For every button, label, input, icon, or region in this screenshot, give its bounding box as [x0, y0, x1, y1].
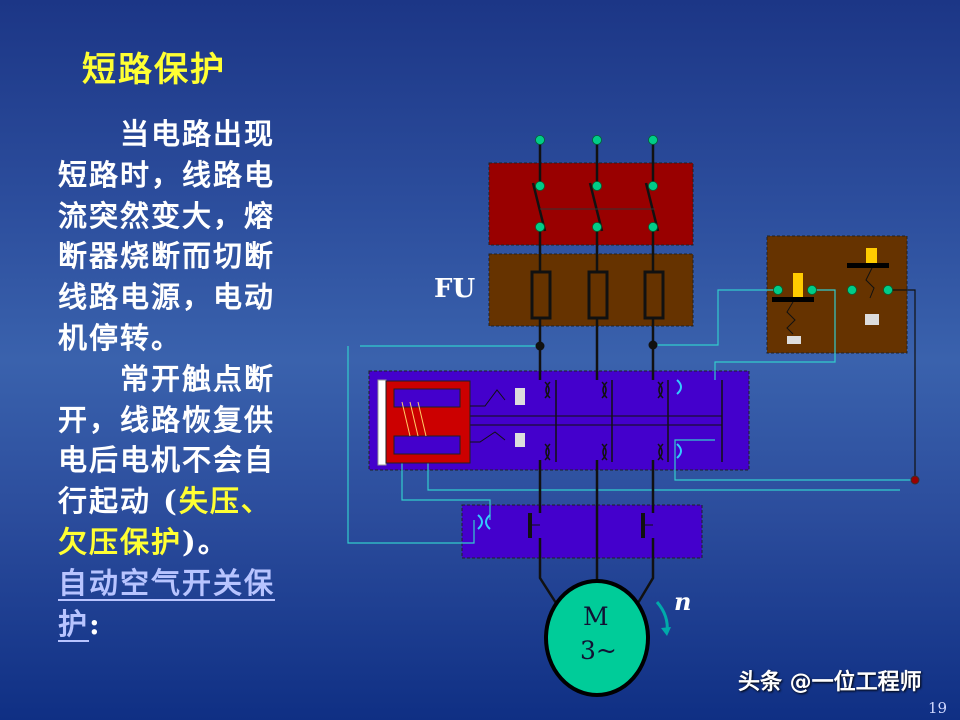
- text-plain: )。: [182, 524, 229, 559]
- text-line: 机停转。: [58, 320, 183, 355]
- text-line: 常开触点断: [120, 361, 276, 396]
- junction-dot: [535, 341, 545, 351]
- control-wire-return: [888, 289, 916, 480]
- junction-dot: [910, 475, 920, 485]
- link-auto-breaker-cont[interactable]: 护: [58, 606, 90, 641]
- rotation-arrow-icon: [655, 601, 669, 633]
- text-line: 行起动 (失压、: [58, 481, 328, 522]
- text-line: 护:: [58, 604, 328, 645]
- text-line: 线路电源，电动: [58, 280, 276, 315]
- text-line: 开，线路恢复供: [58, 402, 276, 437]
- push-buttons: [772, 248, 889, 344]
- button-box: [766, 235, 908, 354]
- control-wires: [347, 289, 915, 544]
- text-highlight: 欠压保护: [58, 524, 183, 559]
- breaker-arcs: [544, 381, 664, 461]
- switch-box: [488, 162, 694, 246]
- junction-dot: [648, 340, 658, 350]
- motor: [544, 579, 650, 697]
- text-line: 断器烧断而切断: [58, 239, 276, 274]
- phase-lines: [470, 140, 723, 604]
- rotation-arrowhead-icon: [661, 627, 671, 636]
- text-line: 短路时，线路电: [58, 157, 276, 192]
- text-highlight: 失压、: [178, 484, 272, 519]
- body-text: 当电路出现 短路时，线路电 流突然变大，熔 断器烧断而切断 线路电源，电动 机停…: [58, 114, 328, 644]
- link-auto-breaker[interactable]: 自动空气开关保: [58, 565, 276, 600]
- motor-phase-label: 3~: [580, 636, 617, 665]
- page-number: 19: [928, 699, 948, 717]
- text-line: 欠压保护)。: [58, 522, 328, 563]
- aux-contacts: [477, 379, 682, 530]
- contactor-box: [461, 504, 703, 559]
- motor-label: M: [583, 602, 609, 631]
- text-line: 电后电机不会自: [58, 443, 276, 478]
- terminals: [535, 135, 893, 295]
- trip-magnet: [377, 379, 525, 466]
- fuse-box: [488, 253, 694, 327]
- slide-title: 短路保护: [82, 50, 226, 90]
- rotation-label: n: [674, 587, 692, 616]
- text-line: 当电路出现: [120, 117, 276, 151]
- fuse-label: FU: [434, 274, 476, 304]
- watermark: 头条 @一位工程师: [738, 670, 922, 695]
- text-plain: 行起动 (: [58, 484, 179, 519]
- colon: :: [89, 606, 102, 641]
- text-line: 流突然变大，熔: [58, 198, 276, 233]
